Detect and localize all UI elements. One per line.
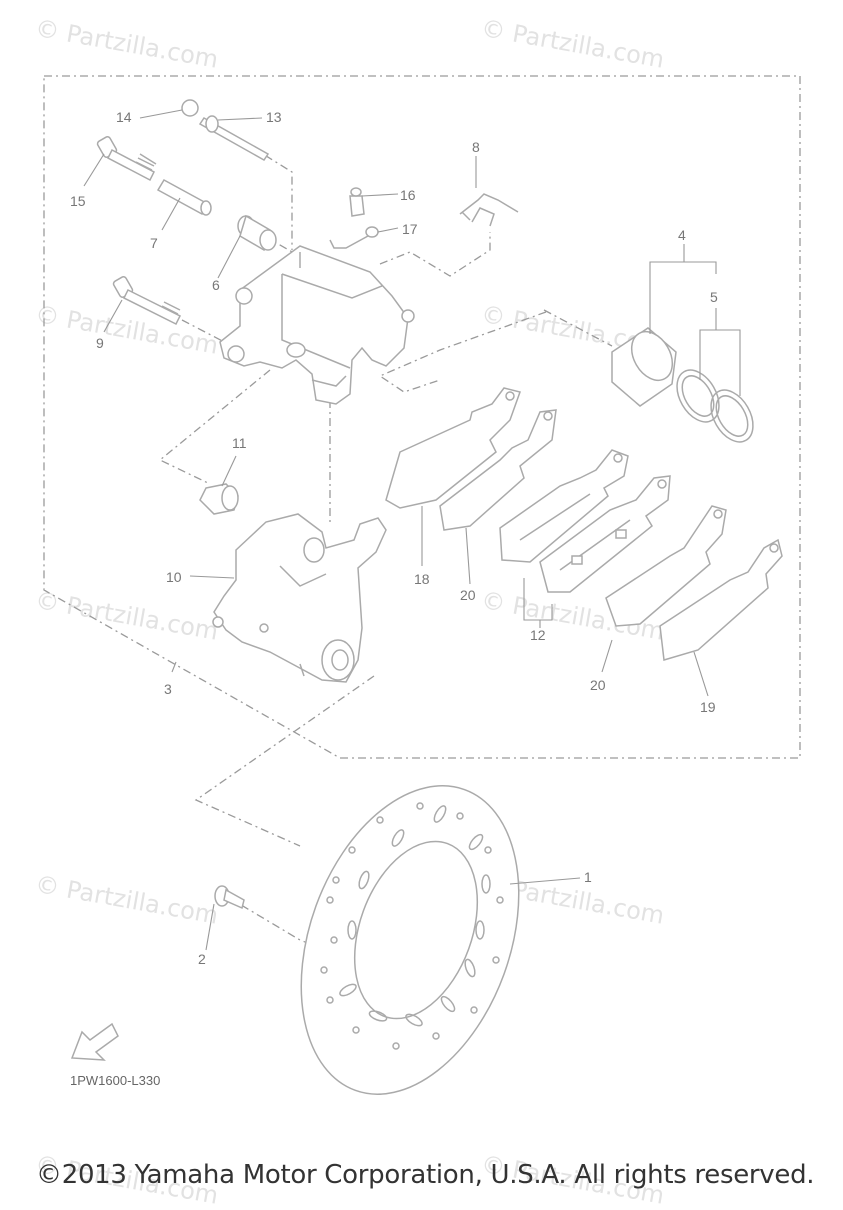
pin-13 xyxy=(198,115,270,161)
diagram-code: 1PW1600-L330 xyxy=(70,1073,161,1088)
bush-6 xyxy=(237,214,277,252)
callout-7: 7 xyxy=(150,235,158,251)
caliper-upper xyxy=(219,245,415,405)
bolt-15 xyxy=(96,136,157,182)
shim-19 xyxy=(659,538,783,661)
bolt-2 xyxy=(214,885,245,910)
assembly-boundary xyxy=(43,75,801,759)
callout-3: 3 xyxy=(164,681,172,697)
brake-disc-1 xyxy=(300,785,520,1095)
callout-20-right: 20 xyxy=(590,677,606,693)
callout-15: 15 xyxy=(70,193,86,209)
bush-11 xyxy=(199,483,239,515)
sleeve-7 xyxy=(156,178,212,216)
callout-16: 16 xyxy=(400,187,416,203)
plug-14 xyxy=(181,99,199,117)
seal-5b xyxy=(710,389,754,443)
seal-5a xyxy=(676,369,720,423)
callout-8: 8 xyxy=(472,139,480,155)
leader-lines xyxy=(83,109,709,951)
callout-9: 9 xyxy=(96,335,104,351)
caliper-bracket-10 xyxy=(212,513,387,683)
callout-4: 4 xyxy=(678,227,686,243)
fwd-arrow-icon xyxy=(70,1022,119,1061)
callout-1: 1 xyxy=(584,869,592,885)
callout-18: 18 xyxy=(414,571,430,587)
callout-12: 12 xyxy=(530,627,546,643)
bleed-screw-16 xyxy=(349,187,365,217)
piston-4 xyxy=(611,327,677,407)
callout-19: 19 xyxy=(700,699,716,715)
callout-14: 14 xyxy=(116,109,132,125)
pad-20-right xyxy=(605,505,727,627)
pad-20-left xyxy=(439,409,557,531)
shim-18 xyxy=(385,387,521,509)
callout-10: 10 xyxy=(166,569,182,585)
callout-11: 11 xyxy=(232,435,247,451)
callout-2: 2 xyxy=(198,951,206,967)
cap-17 xyxy=(329,226,379,249)
callout-6: 6 xyxy=(212,277,220,293)
bolt-9 xyxy=(112,276,182,326)
pad-12-b xyxy=(539,475,671,593)
callout-17: 17 xyxy=(402,221,418,237)
callout-13: 13 xyxy=(266,109,282,125)
callout-5: 5 xyxy=(710,289,718,305)
pad-12-a xyxy=(499,449,629,563)
copyright-notice: ©2013 Yamaha Motor Corporation, U.S.A. A… xyxy=(36,1160,815,1190)
spring-8 xyxy=(459,193,519,227)
callout-20-left: 20 xyxy=(460,587,476,603)
